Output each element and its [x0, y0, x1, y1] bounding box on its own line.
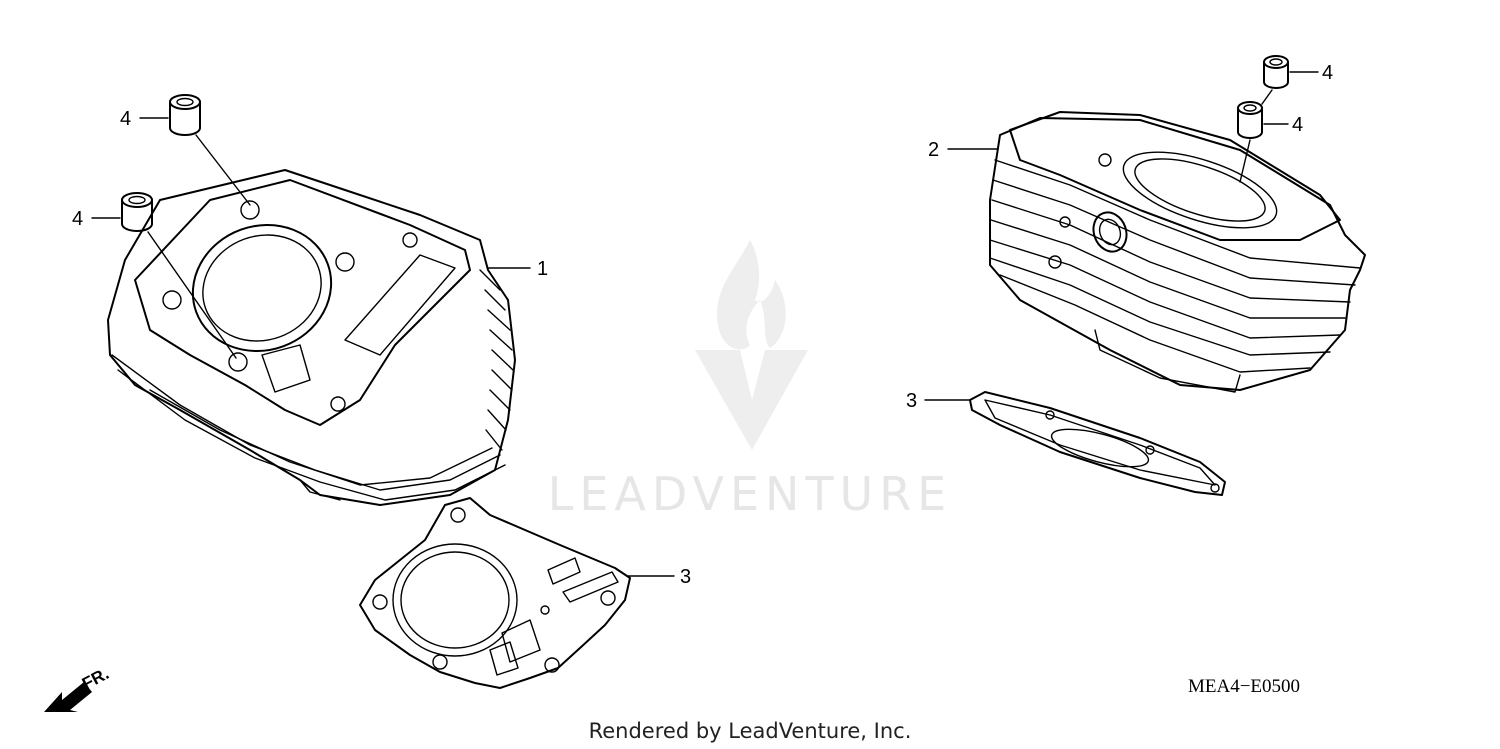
front-dowel-left[interactable]: [121, 192, 153, 232]
front-dowel-top[interactable]: [169, 94, 201, 136]
callout-label: 4: [1292, 114, 1303, 136]
rear-cylinder[interactable]: [989, 111, 1366, 393]
front-direction-indicator: FR.: [44, 664, 112, 712]
rear-gasket[interactable]: [969, 391, 1226, 496]
callout-label: 3: [906, 390, 917, 412]
arrow-icon: [44, 682, 92, 712]
front-cylinder[interactable]: [107, 169, 516, 506]
callout-rear-gasket[interactable]: 3: [906, 390, 971, 412]
watermark-text: LEADVENTURE: [548, 467, 953, 521]
callout-rear-dowel-lower[interactable]: 4: [1263, 114, 1303, 136]
callout-label: 1: [537, 258, 548, 280]
watermark: LEADVENTURE: [548, 240, 953, 521]
callout-label: 4: [1322, 62, 1333, 84]
callout-front-dowel-left[interactable]: 4: [72, 208, 121, 230]
callout-label: 2: [928, 139, 939, 161]
callout-front-cylinder[interactable]: 1: [487, 258, 548, 280]
callout-rear-cylinder[interactable]: 2: [928, 139, 999, 161]
front-gasket[interactable]: [359, 497, 631, 689]
rear-dowel-top[interactable]: [1263, 55, 1289, 89]
callout-front-gasket[interactable]: 3: [627, 566, 691, 588]
rear-dowel-lower[interactable]: [1237, 101, 1263, 139]
callout-label: 3: [680, 566, 691, 588]
callout-label: 4: [72, 208, 83, 230]
callout-rear-dowel-top[interactable]: 4: [1289, 62, 1333, 84]
watermark-logo-icon: [695, 240, 808, 450]
footer-credit: Rendered by LeadVenture, Inc.: [589, 719, 912, 743]
callout-front-dowel-top[interactable]: 4: [120, 108, 169, 130]
callout-label: 4: [120, 108, 131, 130]
diagram-code: MEA4−E0500: [1188, 676, 1300, 697]
